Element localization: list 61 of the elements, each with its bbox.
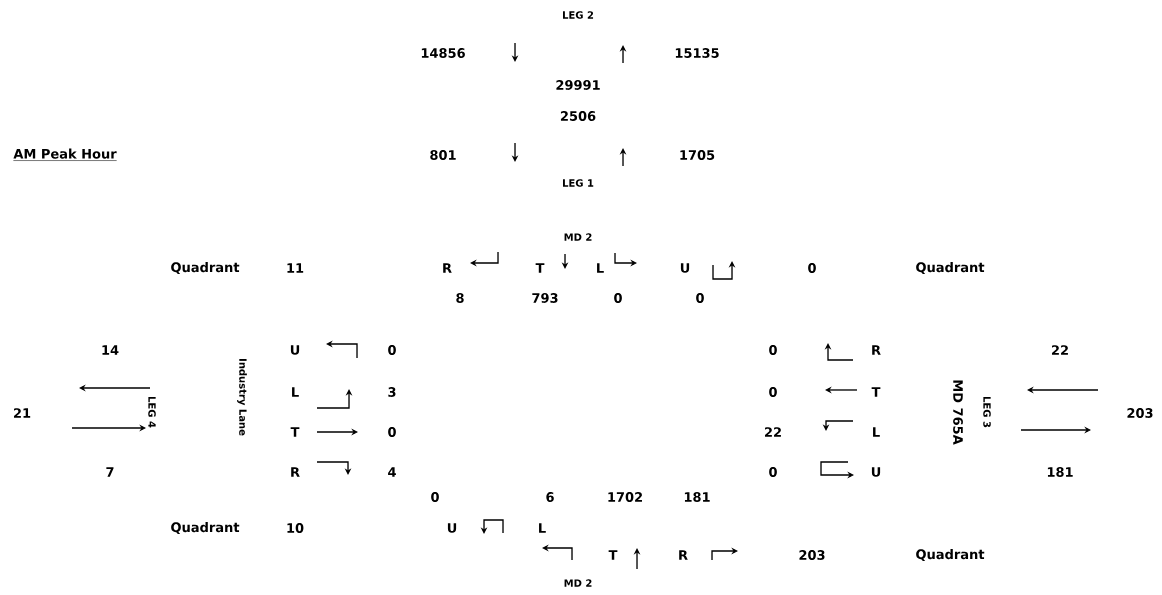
movement-letter: U [290,345,300,355]
road-name: MD 765A [953,380,963,445]
volume-number: 0 [388,427,396,437]
movement-letter: R [443,263,452,273]
volume-number: 0 [431,492,439,502]
volume-number: 181 [1047,467,1073,477]
volume-number: 0 [769,467,777,477]
movement-letter: T [290,427,300,437]
volume-number: 8 [456,293,464,303]
volume-number: 0 [769,345,777,355]
volume-number: 203 [799,550,825,560]
volume-number: 2506 [560,111,596,121]
leg-label: LEG 3 [983,397,991,428]
volume-number: 801 [430,150,456,160]
volume-number: 29991 [556,80,600,90]
volume-number: 1702 [608,492,642,502]
volume-number: 1705 [680,150,715,160]
volume-number: 0 [769,387,777,397]
volume-number: 793 [532,293,558,303]
volume-number: 7 [106,467,114,477]
movement-letter: R [872,345,881,355]
movement-letter: U [871,467,881,477]
volume-number: 22 [765,427,781,437]
volume-number: 11 [287,263,304,273]
quadrant-label: Quadrant [171,262,240,274]
movement-letter: R [679,550,688,560]
volume-number: 6 [546,492,554,502]
volume-number: 0 [388,345,396,355]
volume-number: 181 [684,492,710,502]
road-name: MD 2 [564,579,592,587]
quadrant-label: Quadrant [916,549,985,561]
road-name: Industry Lane [237,359,247,436]
volume-number: 14856 [421,48,465,58]
movement-letter: R [291,467,300,477]
movement-letter: L [873,427,880,437]
movement-letter: L [539,523,546,533]
road-name: MD 2 [564,233,592,241]
movement-letter: L [597,263,604,273]
quadrant-label: Quadrant [916,262,985,274]
title: AM Peak Hour [13,148,117,161]
volume-number: 0 [696,293,704,303]
volume-number: 22 [1052,345,1068,355]
movement-letter: T [871,387,881,397]
volume-number: 203 [1127,408,1153,418]
leg-label: LEG 2 [563,11,594,19]
volume-number: 3 [388,387,396,397]
movement-letter: T [608,550,618,560]
movement-letter: U [447,523,457,533]
volume-number: 14 [102,345,119,355]
volume-number: 21 [14,408,31,418]
movement-letter: L [292,387,299,397]
quadrant-label: Quadrant [171,522,240,534]
volume-number: 0 [614,293,622,303]
movement-letter: T [535,263,545,273]
movement-letter: U [680,263,690,273]
volume-number: 15135 [675,48,719,58]
volume-number: 4 [388,467,396,477]
leg-label: LEG 1 [563,179,594,187]
leg-label: LEG 4 [148,397,156,428]
volume-number: 0 [808,263,816,273]
volume-number: 10 [287,523,304,533]
